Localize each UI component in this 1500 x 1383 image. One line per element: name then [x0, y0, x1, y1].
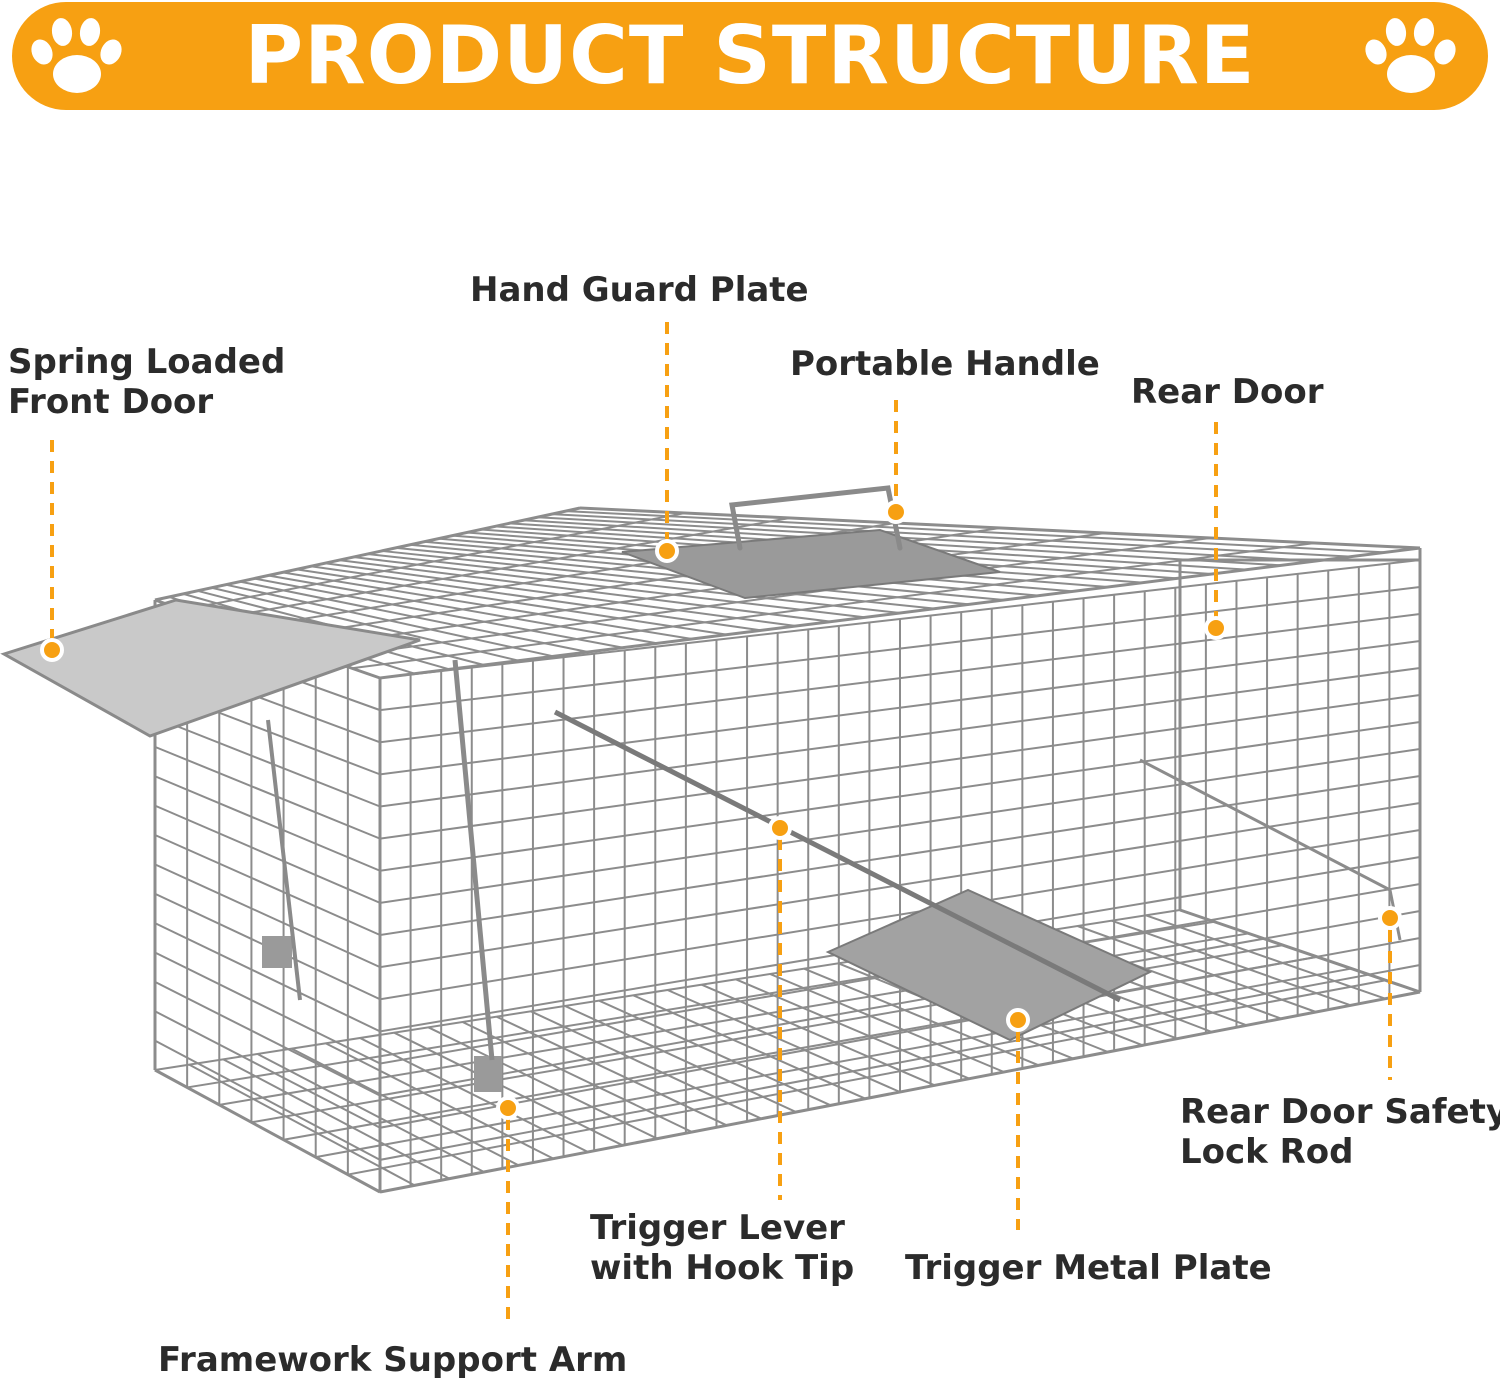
cage-wire — [155, 835, 380, 935]
label-rear-door-safety-lock-rod: Rear Door Safety Lock Rod — [1180, 1092, 1500, 1172]
anchor-dot-hand-guard-plate — [657, 541, 677, 561]
cage-wire — [326, 1043, 553, 1158]
label-spring-loaded-front-door: Spring Loaded Front Door — [8, 342, 285, 422]
label-framework-support-arm: Framework Support Arm — [158, 1340, 627, 1380]
cage-wire — [599, 1001, 831, 1106]
support-arm-foot — [474, 1056, 502, 1092]
cage-wire — [155, 776, 380, 871]
label-portable-handle: Portable Handle — [790, 344, 1100, 384]
anchor-dot-trigger-plate — [1008, 1010, 1028, 1030]
cage-illustration — [155, 508, 1420, 1192]
cage-wire — [155, 1070, 380, 1192]
anchor-dot-support-arm — [498, 1098, 518, 1118]
label-hand-guard-plate: Hand Guard Plate — [470, 270, 809, 310]
cage-wire — [580, 508, 1420, 548]
anchor-dot-rear-door-safety-lock-rod — [1380, 908, 1400, 928]
cage-wire — [1140, 760, 1390, 890]
cage-wire — [155, 953, 380, 1064]
cage-wire — [155, 1011, 380, 1128]
cage-wire — [183, 513, 685, 610]
cage-wire — [223, 1059, 449, 1178]
cage-wire — [155, 806, 380, 903]
anchor-dot-portable-handle — [886, 502, 906, 522]
anchor-dot-rear-door — [1206, 618, 1226, 638]
side-latch-plate — [262, 936, 292, 968]
anchor-dot-front-door — [42, 640, 62, 660]
label-trigger-lever-with-hook-tip: Trigger Lever with Hook Tip — [590, 1208, 854, 1288]
cage-wire — [360, 1038, 588, 1152]
label-trigger-metal-plate: Trigger Metal Plate — [905, 1248, 1272, 1288]
anchor-dot-trigger-lever — [770, 818, 790, 838]
label-rear-door: Rear Door — [1131, 372, 1324, 412]
cage-wire — [155, 982, 380, 1096]
